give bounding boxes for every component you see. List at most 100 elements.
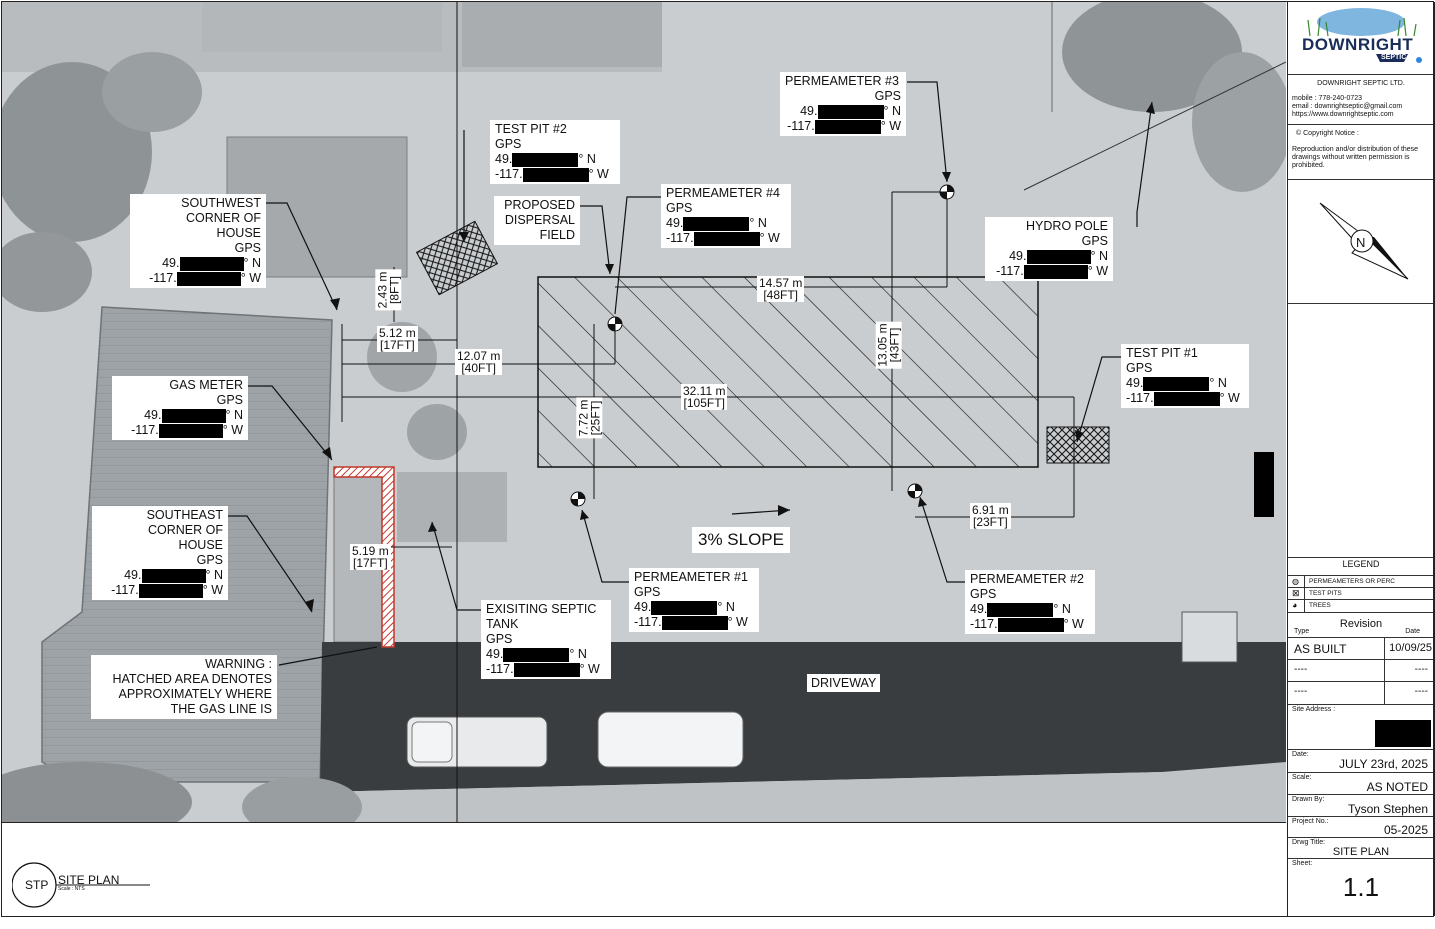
redaction: [693, 231, 760, 246]
redaction: [522, 167, 589, 182]
redaction: [1143, 376, 1210, 391]
drawn-by-label: Drawn By:: [1292, 796, 1325, 803]
septic-tank-callout: EXISITING SEPTIC TANK GPS 49.° N -117.° …: [481, 600, 611, 679]
sw-corner-lon: -117.: [149, 271, 177, 285]
dim-value-m: 5.12 m: [379, 326, 416, 340]
se-corner-n: ° N: [205, 568, 224, 582]
test-pit-2-gps: GPS: [495, 137, 522, 151]
perm-1-gps: GPS: [634, 585, 661, 599]
redaction: [651, 600, 718, 615]
test-pit-1-callout: TEST PIT #1 GPS 49.° N -117.° W: [1121, 344, 1249, 408]
dim-value-ft: [48FT]: [763, 288, 799, 302]
perm-3-lon: -117.: [787, 119, 815, 133]
drawing-title-cell: Drwg Title: SITE PLAN: [1288, 837, 1434, 859]
sw-corner-gps: GPS: [234, 241, 261, 255]
logo-graphic: [1307, 8, 1422, 63]
north-label: N: [1356, 235, 1366, 250]
perm-1-symbol: [570, 491, 586, 507]
project-label: Project No.:: [1292, 818, 1329, 825]
dim-5-19: 5.19 m[17FT]: [350, 544, 391, 570]
driveway-label: DRIVEWAY: [807, 674, 881, 692]
tree-icon: ◕: [1292, 600, 1298, 610]
perm-2-lon: -117.: [970, 617, 998, 631]
se-corner-line3: HOUSE: [178, 538, 223, 552]
hydro-pole-title: HYDRO POLE: [1026, 219, 1108, 233]
scale-cell: Scale: AS NOTED: [1288, 772, 1434, 795]
legend-divider: [1304, 575, 1305, 612]
redaction: [661, 615, 728, 630]
legend-pit-label: TEST PITS: [1309, 590, 1342, 597]
perm-3-gps: GPS: [874, 89, 901, 103]
perm-1-callout: PERMEAMETER #1 GPS 49.° N -117.° W: [629, 568, 759, 632]
se-corner-lat: 49.: [124, 568, 142, 582]
dim-value-m: 14.57 m: [759, 276, 803, 290]
redaction: [513, 662, 580, 677]
blank-cell: [1288, 303, 1434, 558]
test-pit-2-w: ° W: [588, 167, 609, 181]
site-address-label: Site Address :: [1292, 706, 1336, 713]
perm-4-n: ° N: [749, 216, 767, 230]
slope-label: 3% SLOPE: [692, 527, 790, 553]
redaction: [179, 256, 244, 271]
gas-meter-gps: GPS: [216, 393, 243, 407]
perm-2-title: PERMEAMETER #2: [970, 572, 1084, 586]
dim-value-ft: [8FT]: [387, 276, 402, 305]
sw-corner-line1: SOUTHWEST: [181, 196, 261, 210]
logo-sub: SEPTIC: [1381, 54, 1407, 61]
warning-line4: THE GAS LINE IS: [170, 702, 272, 716]
logo-word: DOWNRIGHT: [1302, 35, 1414, 54]
septic-tank-n: ° N: [569, 647, 587, 661]
site-address-cell: Site Address :: [1288, 704, 1434, 750]
se-corner-callout: SOUTHEAST CORNER OF HOUSE GPS 49.° N -11…: [92, 506, 228, 600]
legend-title: LEGEND: [1342, 559, 1380, 569]
se-corner-line1: SOUTHEAST: [146, 508, 223, 522]
redaction: [138, 583, 203, 598]
hydro-pole-n: ° N: [1090, 249, 1109, 263]
septic-tank-lon: -117.: [486, 662, 514, 676]
company-name: DOWNRIGHT SEPTIC LTD.: [1317, 80, 1405, 87]
rev-type: ----: [1294, 686, 1308, 697]
dim-12-07: 12.07 m[40FT]: [455, 349, 503, 375]
legend-perm-label: PERMEAMETERS OR PERC: [1309, 578, 1395, 585]
redaction: [158, 423, 223, 438]
stp-bubble: [12, 862, 150, 908]
project-cell: Project No.: 05-2025: [1288, 816, 1434, 838]
hydro-pole-lat: 49.: [1009, 249, 1027, 263]
rev-date: ----: [1414, 664, 1428, 675]
warning-line3: APPROXIMATELY WHERE: [118, 687, 272, 701]
dim-13-05: 13.05 m[43FT]: [875, 321, 902, 369]
rev-date: 10/09/25: [1389, 642, 1432, 654]
redaction: [817, 104, 884, 119]
se-corner-w: ° W: [202, 583, 223, 597]
se-corner-gps: GPS: [196, 553, 223, 567]
redaction: [1153, 391, 1220, 406]
company-cell: DOWNRIGHT SEPTIC LTD. mobile : 778-240-0…: [1288, 74, 1434, 125]
dispersal-field: [537, 276, 1039, 468]
test-pit-1-w: ° W: [1219, 391, 1240, 405]
sw-corner-line2: CORNER OF: [186, 211, 261, 225]
drawn-by-value: Tyson Stephen: [1347, 802, 1428, 816]
rev-type: ----: [1294, 664, 1308, 675]
aerial-photo: [2, 2, 1286, 822]
perm-3-w: ° W: [880, 119, 901, 133]
perm-1-lon: -117.: [634, 615, 662, 629]
sw-corner-n: ° N: [243, 256, 262, 270]
dim-2-43: 2.43 m[8FT]: [375, 269, 402, 311]
perm-4-w: ° W: [759, 231, 780, 245]
test-pit-2-lat: 49.: [495, 152, 513, 166]
gas-meter-w: ° W: [222, 423, 243, 437]
rev-type: AS BUILT: [1294, 642, 1347, 656]
warning-line2: HATCHED AREA DENOTES: [112, 672, 272, 686]
septic-tank-w: ° W: [579, 662, 600, 676]
hydro-pole-lon: -117.: [996, 264, 1024, 278]
sw-corner-w: ° W: [240, 271, 261, 285]
hydro-pole-callout: HYDRO POLE GPS 49.° N -117.° W: [985, 217, 1113, 281]
drawing-title-value: SITE PLAN: [1332, 846, 1390, 858]
perm-4-lon: -117.: [666, 231, 694, 245]
revision-title: Revision: [1339, 618, 1383, 630]
sheet-value: 1.1: [1342, 872, 1380, 902]
redaction: [1026, 249, 1091, 264]
redaction: [1023, 264, 1088, 279]
test-pit-1-lon: -117.: [1126, 391, 1154, 405]
copyright-icon: ©: [1296, 130, 1302, 137]
